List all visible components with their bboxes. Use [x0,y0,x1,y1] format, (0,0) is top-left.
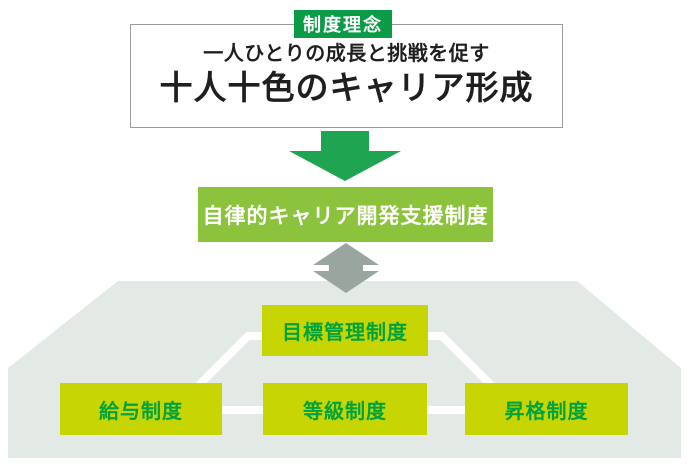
philosophy-title: 十人十色のキャリア形成 [159,69,534,106]
up-down-arrow-icon [313,243,379,293]
node-promotion-system: 昇格制度 [465,383,628,435]
philosophy-badge: 制度理念 [294,10,392,38]
philosophy-box: 一人ひとりの成長と挑戦を促す 十人十色のキャリア形成 [130,24,563,128]
connector-goal-to-salary [196,332,266,388]
support-system-box: 自律的キャリア開発支援制度 [198,187,493,242]
philosophy-subtitle: 一人ひとりの成長と挑戦を促す [203,43,490,65]
connector-goal-to-promotion [424,332,494,388]
down-arrow-icon [289,131,401,181]
node-salary-system: 給与制度 [60,383,222,435]
node-goal-management-system: 目標管理制度 [262,305,428,356]
node-grade-system: 等級制度 [263,383,427,435]
